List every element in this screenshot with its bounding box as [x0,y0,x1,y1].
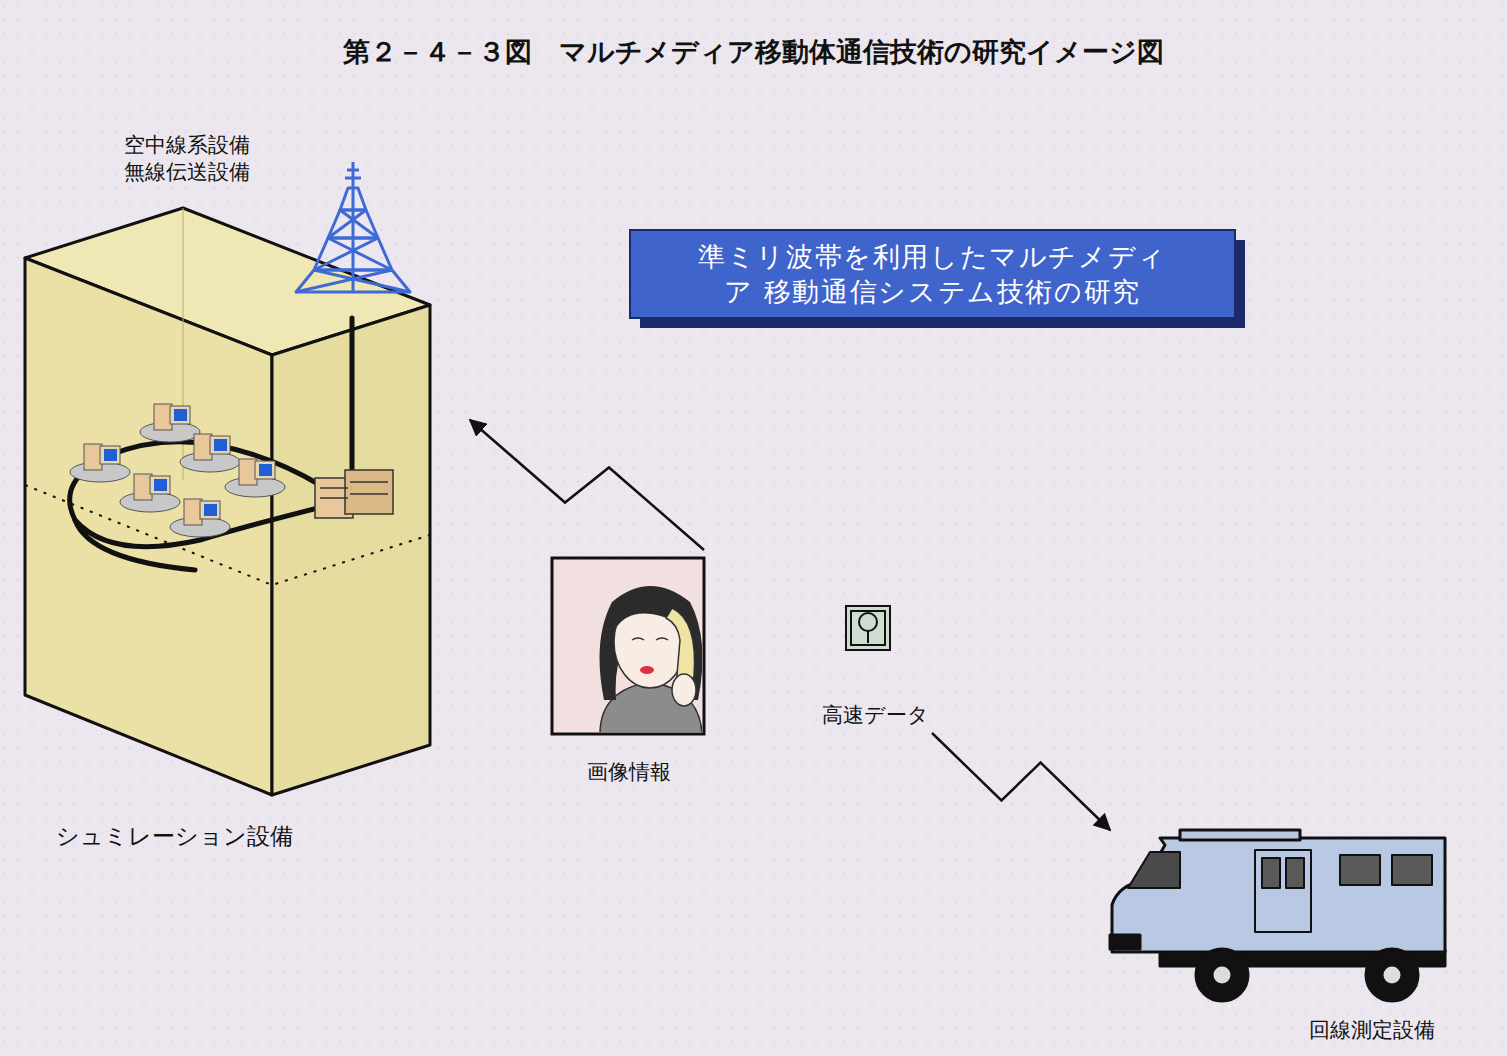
node-label: 画像情報 [587,759,671,786]
computer-group [84,444,102,470]
computer-group [259,464,272,476]
computer-group [134,474,152,500]
antenna-tower [296,270,392,292]
measurement-truck [1340,855,1380,885]
antenna-tower [352,188,355,292]
measurement-truck [1392,855,1432,885]
antenna-tower [314,238,378,270]
building-figure [25,208,430,795]
network-cable [70,318,352,547]
network-cable [70,318,352,570]
high-speed-data: 高速データ [800,598,950,733]
measurement-truck [1255,850,1311,932]
antenna-tower [345,177,361,180]
research-banner: 準ミリ波帯を利用したマルチメディア 移動通信システム技術の研究 [630,230,1235,318]
computer-group [70,444,130,482]
measurement-truck [1382,965,1402,985]
server-rack [350,481,388,483]
picture-frame [552,558,704,734]
measurement-truck [1196,949,1248,1001]
eyes [632,638,668,640]
hand [672,674,696,706]
computer-group [180,434,240,472]
computer-group [200,501,220,519]
antenna-tower [347,169,359,172]
server-rack [345,470,393,514]
measurement-truck [1110,935,1140,949]
computer-group [140,404,200,442]
data-icon [867,631,869,643]
lips [640,666,654,674]
computer-group [150,476,170,494]
computer-group [170,406,190,424]
building-front [25,258,272,795]
antenna-tower [296,162,410,292]
computer-group [214,439,227,451]
line-measurement: 回線測定設備 [1100,822,1470,1050]
computer-group [184,499,202,525]
computer-group [204,504,217,516]
banner-box [630,230,1235,318]
server-rack [320,497,348,499]
computer-group [225,459,285,497]
computer-group [120,474,180,512]
computer-group [170,499,230,537]
computer-group [100,446,120,464]
data-icon [851,611,885,645]
antenna-tower [352,162,355,188]
server-rack [350,493,388,495]
data-icon [859,613,877,631]
antenna-tower [340,210,378,238]
server-rack [315,470,393,518]
data-icon [846,606,890,650]
data-icon [846,606,890,650]
node-label: シュミレーション設備 [56,822,293,852]
computer-group [255,461,275,479]
figure-title: 第２－４－３図 マルチメディア移動体通信技術の研究イメージ図 [0,34,1507,70]
radio-link-arrow [470,420,704,550]
server-rack [320,487,348,489]
measurement-truck [1112,838,1445,952]
measurement-truck [1286,858,1304,888]
measurement-truck [1128,852,1180,888]
picture-frame [600,586,703,732]
antenna-tower [328,238,392,270]
simulation-facility: シュミレーション設備 [20,200,470,860]
node-label: 高速データ [822,702,929,729]
antenna-tower [314,270,410,292]
computer-group [210,436,230,454]
picture-frame [552,558,704,734]
measurement-truck [1180,830,1300,840]
measurement-truck [1262,858,1280,888]
node-label: 回線測定設備 [1309,1017,1435,1044]
computer-group [70,404,285,537]
radio-link-arrow [932,733,1110,830]
node-label: 空中線系設備 無線伝送設備 [124,132,256,187]
computer-group [194,434,212,460]
computer-group [239,459,257,485]
computer-group [154,404,172,430]
antenna-label: 空中線系設備 無線伝送設備 [118,128,298,200]
node-label: 準ミリ波帯を利用したマルチメディア 移動通信システム技術の研究 [696,239,1169,309]
computer-group [174,409,187,421]
measurement-truck [1110,830,1445,1001]
measurement-truck [1212,965,1232,985]
image-info: 画像情報 [545,550,712,790]
measurement-truck [1366,949,1418,1001]
computer-group [154,479,167,491]
computer-group [104,449,117,461]
